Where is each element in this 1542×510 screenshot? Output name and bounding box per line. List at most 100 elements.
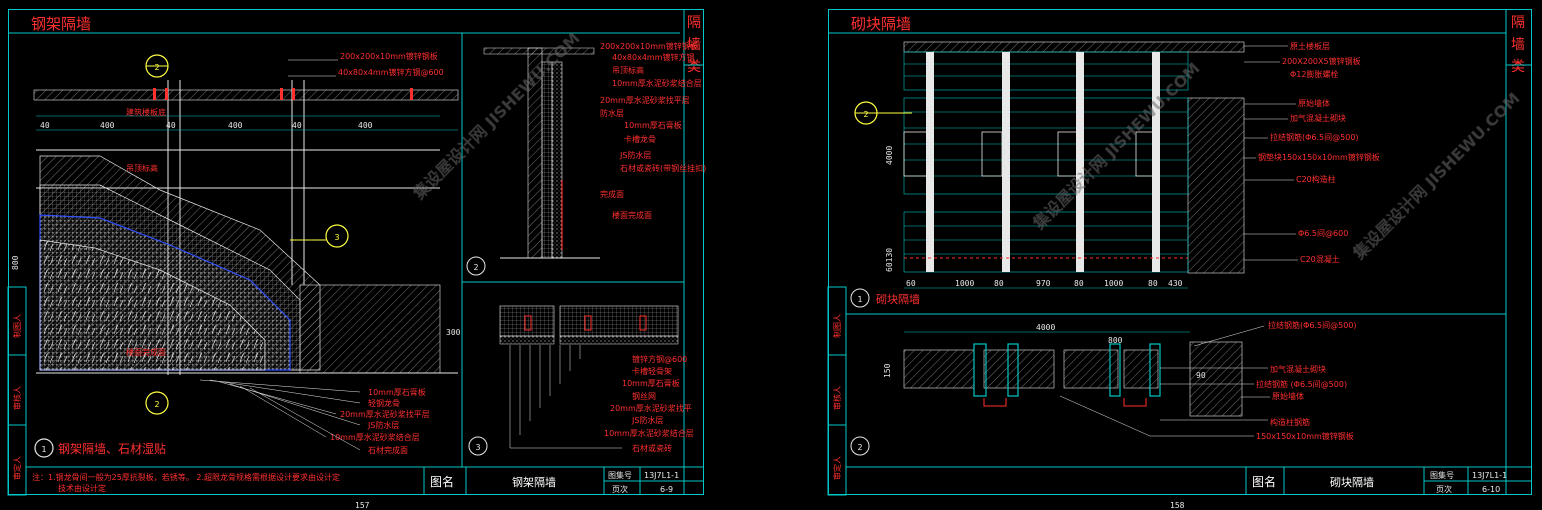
left-category-label: 隔墙类 (687, 15, 701, 75)
left-drawing-sheet: 钢架隔墙 隔墙类 (8, 9, 704, 495)
annot-d2-4: 10mm厚水泥砂浆结合层 (612, 78, 702, 88)
dim-top-4: 400 (228, 121, 243, 130)
annot-main-11: 石材完成面 (368, 445, 408, 455)
dim-bottom-5: 80 (1074, 279, 1084, 288)
left-sheet-title: 钢架隔墙 (31, 15, 92, 33)
annot-main-9: JS防水层 (367, 420, 399, 430)
detail1-number: 1 (41, 445, 46, 454)
annot-d2-12: 楼面完成面 (612, 210, 652, 220)
annot-main-5: 楼面完成面 (126, 347, 166, 357)
dim-bottom-4: 970 (1036, 279, 1051, 288)
left-side-label-3: 审定人 (12, 456, 22, 480)
watermark-2: 集设屋设计网 JISHEWU.COM (1029, 59, 1204, 234)
left-side-label-1: 制图人 (12, 314, 22, 338)
right-side-label-1: 制图人 (832, 314, 842, 338)
annot-d2-5: 20mm厚水泥砂浆找平层 (600, 95, 690, 105)
annot-elev-4: 原始墙体 (1298, 98, 1330, 108)
dim-bottom-6: 1000 (1104, 279, 1123, 288)
right-tb-page-label: 页次 (1436, 484, 1452, 494)
right-detail1-label: 砌块隔墙 (876, 292, 920, 306)
right-tb-name: 砌块隔墙 (1330, 475, 1374, 489)
annot-d2-11: 完成面 (600, 189, 624, 199)
annot-d3-2: 卡槽轻骨架 (632, 366, 672, 376)
dim-top-6: 400 (358, 121, 373, 130)
callout-right: 2 (863, 110, 868, 119)
dim-top-2: 400 (100, 121, 115, 130)
left-tb-page: 6-9 (660, 485, 673, 494)
dim-top-5: 40 (292, 121, 302, 130)
annot-d2-8: 卡槽龙骨 (624, 134, 656, 144)
dim-base: 60130 (885, 248, 894, 272)
annot-plan-3: 拉结钢筋 (Φ6.5间@500) (1256, 379, 1347, 389)
annot-elev-1: 原土楼板层 (1290, 41, 1330, 51)
left-tb-set-label: 图集号 (608, 470, 632, 480)
right-detail1-number: 1 (857, 295, 862, 304)
dim-bottom-2: 1000 (955, 279, 974, 288)
page-number-left: 157 (355, 501, 370, 510)
annot-elev-7: 钢垫块150x150x10mm镀锌钢板 (1258, 152, 1380, 162)
dim-top-1: 40 (40, 121, 50, 130)
right-tb-page: 6-10 (1482, 485, 1500, 494)
annot-d2-6: 防水层 (600, 108, 624, 118)
annot-main-2: 40x80x4mm镀锌方钢@600 (338, 67, 444, 77)
dim-plan-total: 4000 (1036, 323, 1055, 332)
annot-plan-1: 拉结钢筋(Φ6.5间@500) (1268, 320, 1357, 330)
left-tb-page-label: 页次 (612, 484, 628, 494)
right-tb-set: 13J7L1-1 (1472, 471, 1507, 480)
left-tb-set: 13J7L1-1 (644, 471, 679, 480)
right-tb-set-label: 图集号 (1430, 470, 1454, 480)
callout-left-2: 3 (334, 233, 339, 242)
annot-plan-2: 加气混凝土砌块 (1270, 364, 1326, 374)
annot-main-1: 200x200x10mm镀锌钢板 (340, 51, 438, 61)
left-tb-name-label: 图名 (430, 474, 454, 489)
annot-elev-10: C20混凝土 (1300, 254, 1340, 264)
right-category-label: 隔墙类 (1511, 15, 1525, 75)
callout-left-1: 2 (154, 63, 159, 72)
annot-d3-7: 10mm厚水泥砂浆结合层 (604, 428, 694, 438)
annot-elev-5: 加气混凝土砌块 (1290, 113, 1346, 123)
annot-d2-2: 40x80x4mm镀锌方钢 (612, 52, 695, 62)
detail2-number: 2 (473, 263, 478, 272)
left-note: 注：1.钢龙骨间一般为25厚抗裂板，若锈等。 2.超限龙骨规格需根据设计要求由设… (32, 472, 340, 482)
left-side-label-2: 审核人 (12, 386, 22, 410)
dim-bottom-8: 430 (1168, 279, 1183, 288)
right-tb-name-label: 图名 (1252, 474, 1276, 489)
annot-plan-5: 构造柱钢筋 (1270, 417, 1310, 427)
annot-main-6: 10mm厚石膏板 (368, 387, 426, 397)
right-detail2-number: 2 (857, 443, 862, 452)
annot-d3-6: JS防水层 (631, 415, 663, 425)
annot-d3-5: 20mm厚水泥砂浆找平 (610, 403, 692, 413)
annot-d3-1: 镀锌方钢@600 (632, 354, 687, 364)
annot-d2-10: 石材或瓷砖(带钢丝挂扣) (620, 163, 706, 173)
detail3-number: 3 (475, 443, 480, 452)
annot-elev-8: C20构造柱 (1296, 174, 1336, 184)
annot-d3-8: 石材或瓷砖 (632, 443, 672, 453)
annot-main-7: 轻钢龙骨 (368, 398, 400, 408)
dim-height: 4000 (885, 146, 894, 165)
annot-elev-2: 200X200X5镀锌钢板 (1282, 56, 1361, 66)
right-sheet-title: 砌块隔墙 (851, 15, 912, 33)
annot-d3-4: 钢丝网 (632, 391, 656, 401)
detail1-label: 钢架隔墙、石材湿贴 (58, 441, 166, 456)
annot-d3-3: 10mm厚石膏板 (622, 378, 680, 388)
annot-main-10: 10mm厚水泥砂浆结合层 (330, 432, 420, 442)
annot-d2-9: JS防水层 (619, 150, 651, 160)
annot-main-8: 20mm厚水泥砂浆找平层 (340, 409, 430, 419)
dim-bottom-3: 80 (994, 279, 1004, 288)
annot-elev-6: 拉结钢筋(Φ6.5间@500) (1270, 132, 1359, 142)
annot-elev-9: Φ6.5间@600 (1298, 229, 1348, 238)
watermark-3: 集设屋设计网 JISHEWU.COM (1349, 89, 1524, 264)
dim-bottom-7: 80 (1148, 279, 1158, 288)
annot-d2-3: 吊顶标高 (612, 65, 644, 75)
dim-left: 800 (11, 255, 20, 270)
annot-main-3: 建筑楼板底 (126, 107, 166, 117)
right-side-label-2: 审核人 (832, 386, 842, 410)
left-tb-name: 钢架隔墙 (512, 475, 556, 489)
right-side-label-3: 审定人 (832, 456, 842, 480)
dim-plan-part: 800 (1108, 336, 1123, 345)
dim-top-3: 40 (166, 121, 176, 130)
annot-d2-7: 10mm厚石膏板 (624, 120, 682, 130)
annot-elev-3: Φ12膨胀螺栓 (1290, 69, 1338, 79)
annot-plan-6: 150x150x10mm镀锌钢板 (1256, 431, 1354, 441)
